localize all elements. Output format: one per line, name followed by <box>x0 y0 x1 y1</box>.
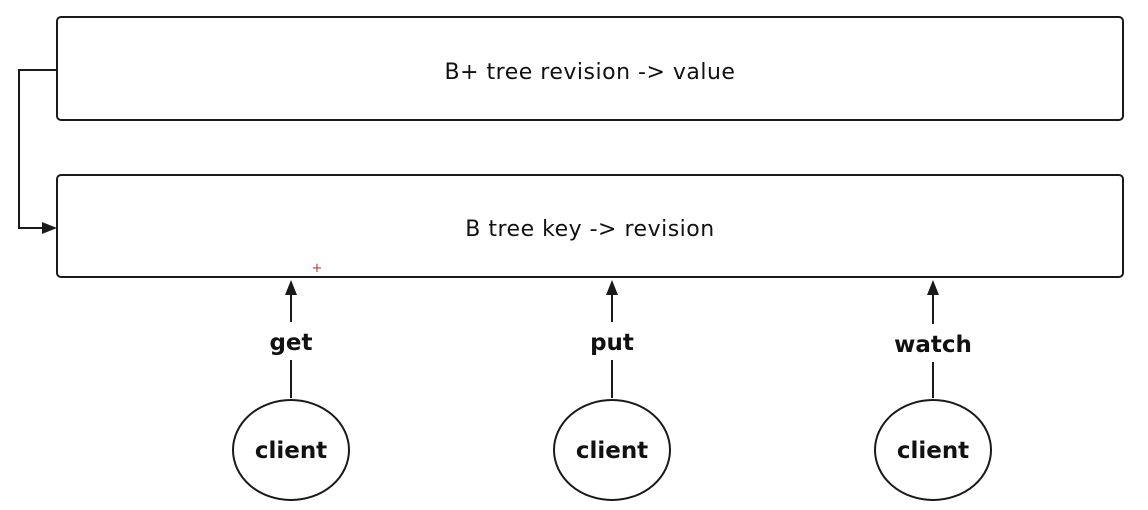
watch-label: watch <box>894 332 972 358</box>
bplus-tree-node: B+ tree revision -> value <box>56 16 1124 121</box>
btree-label: B tree key -> revision <box>465 217 714 242</box>
get-label: get <box>269 330 312 356</box>
watch-arrowhead <box>927 280 939 295</box>
cursor-marker: + <box>312 261 323 276</box>
get-client-label: client <box>255 438 327 464</box>
put-client-node <box>553 399 671 501</box>
get-arrowhead <box>285 280 297 295</box>
watch-client-label: client <box>897 438 969 464</box>
watch-client-node <box>874 399 992 501</box>
btree-box <box>56 174 1124 278</box>
put-operation: put client <box>553 280 671 501</box>
bplus-tree-box <box>56 16 1124 121</box>
get-operation: get client <box>232 280 350 501</box>
bplus-tree-label: B+ tree revision -> value <box>445 60 736 85</box>
get-client-node <box>232 399 350 501</box>
connector-arrowhead <box>42 222 57 234</box>
btree-node: B tree key -> revision <box>56 174 1124 278</box>
watch-operation: watch client <box>874 280 992 501</box>
bplus-to-btree-connector <box>18 69 57 234</box>
put-label: put <box>590 330 634 356</box>
put-arrowhead <box>606 280 618 295</box>
put-client-label: client <box>576 438 648 464</box>
connector-path <box>18 69 57 229</box>
